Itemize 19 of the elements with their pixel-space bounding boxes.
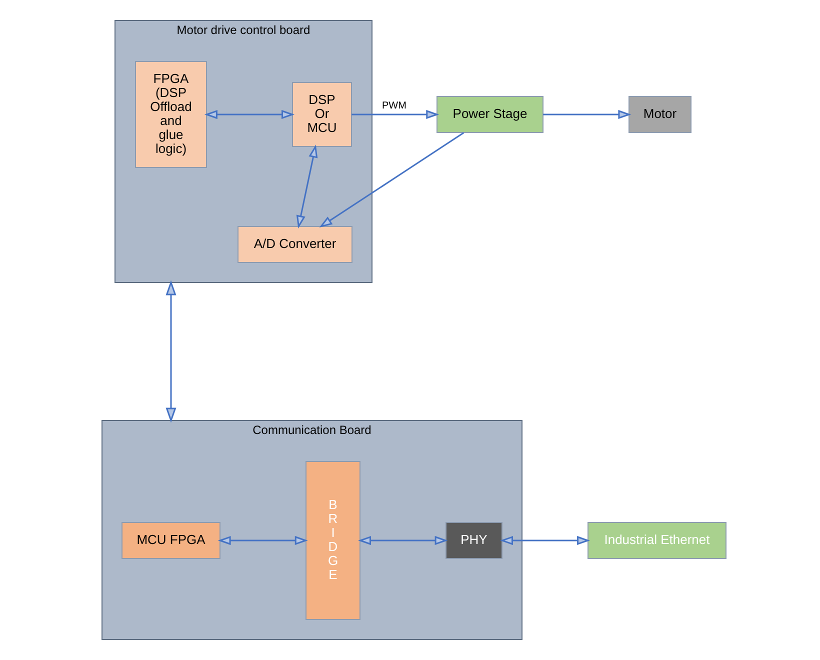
node-box: B R I D G E <box>306 461 360 620</box>
node-box: MCU FPGA <box>122 522 220 559</box>
node-box: Motor <box>628 96 692 133</box>
node-box: FPGA (DSP Offload and glue logic) <box>135 61 207 168</box>
arrow <box>204 110 295 120</box>
arrow <box>358 536 448 546</box>
edge-label: PWM <box>382 100 406 112</box>
arrow <box>543 110 632 120</box>
node-box: PHY <box>446 522 502 559</box>
arrow <box>166 280 176 423</box>
node-box: DSP Or MCU <box>292 82 352 147</box>
node-box: Industrial Ethernet <box>588 522 726 559</box>
arrow <box>352 110 440 120</box>
arrow <box>500 536 590 546</box>
node-box: Power Stage <box>436 96 544 133</box>
arrow <box>319 132 464 228</box>
arrow <box>218 536 308 546</box>
node-box: A/D Converter <box>238 226 352 263</box>
arrow <box>296 144 318 228</box>
